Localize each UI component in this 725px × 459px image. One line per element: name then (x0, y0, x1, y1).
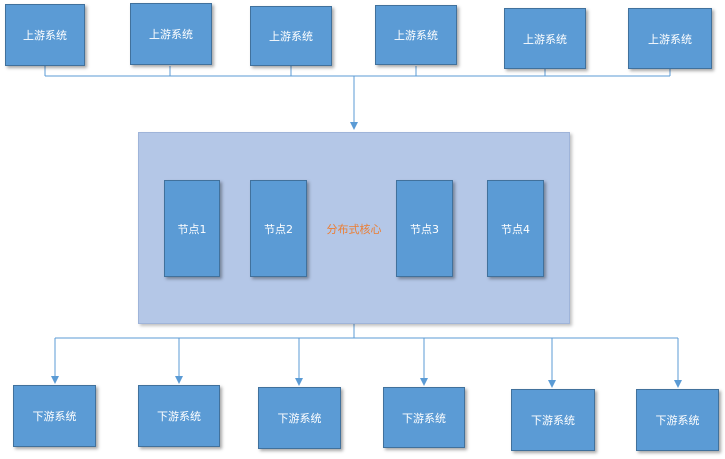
downstream-system-1: 下游系统 (13, 385, 96, 447)
downstream-system-2: 下游系统 (138, 385, 220, 447)
upstream-system-2: 上游系统 (130, 3, 212, 65)
downstream-system-3: 下游系统 (258, 387, 341, 449)
node-3: 节点3 (396, 180, 453, 277)
upstream-system-5: 上游系统 (504, 8, 586, 69)
downstream-system-4: 下游系统 (383, 387, 465, 448)
node-1: 节点1 (164, 180, 220, 277)
upstream-system-4: 上游系统 (375, 5, 457, 65)
upstream-system-1: 上游系统 (5, 4, 85, 66)
upstream-system-3: 上游系统 (250, 6, 332, 66)
downstream-system-5: 下游系统 (511, 389, 595, 451)
node-2: 节点2 (250, 180, 307, 277)
node-4: 节点4 (487, 180, 544, 277)
distributed-core-label: 分布式核心 (326, 223, 382, 236)
upstream-system-6: 上游系统 (628, 8, 712, 69)
downstream-system-6: 下游系统 (636, 389, 719, 451)
